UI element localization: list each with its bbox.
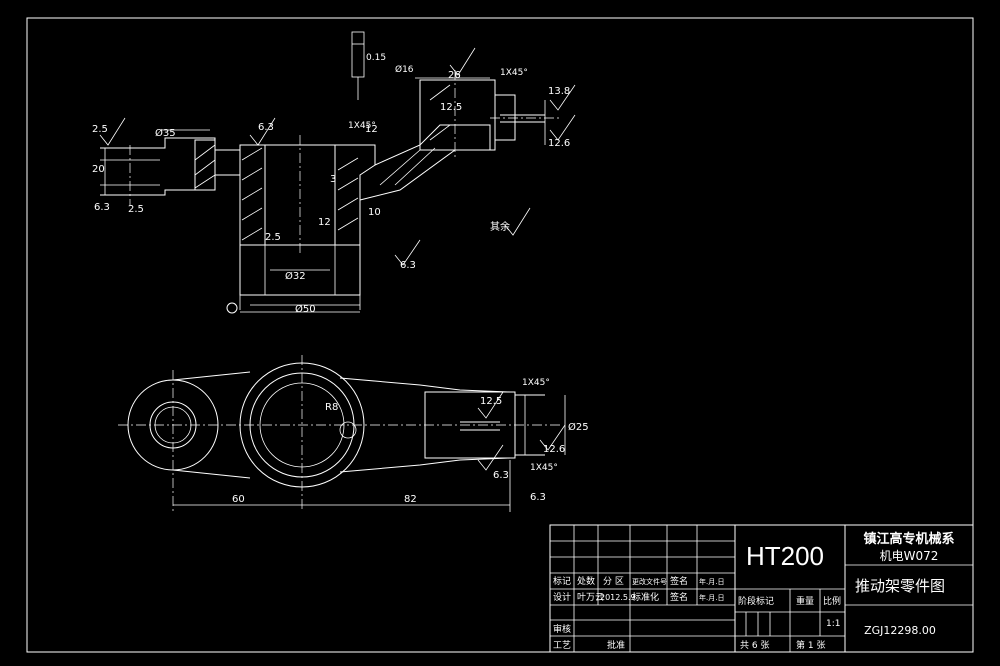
dim-6-3-b: 6.3 [400, 260, 416, 271]
dim-d16: Ø16 [395, 64, 414, 75]
section-view [99, 31, 576, 314]
tb-label-mark: 标记 [553, 575, 571, 587]
datum-a-icon [226, 302, 238, 314]
dim-d35: Ø35 [155, 127, 176, 139]
tb-stage-label: 阶段标记 [738, 595, 774, 607]
other-finish-label: 其余 [490, 220, 510, 233]
dim-12-6-b: 12.6 [543, 444, 565, 455]
sheet-current: 第 1 张 [796, 639, 825, 651]
dim-r8: R8 [325, 402, 338, 413]
finish-other-icon [504, 207, 531, 236]
plan-view [118, 355, 566, 512]
drawing-number-text: ZGJ12298.00 [864, 624, 936, 637]
dim-chamfer-b: 1X45° [348, 121, 376, 131]
dim-60: 60 [232, 494, 245, 505]
dim-2-5-top: 2.5 [92, 124, 108, 135]
tb-scale-label: 比例 [823, 595, 841, 607]
dim-2-5-b: 2.5 [128, 204, 144, 215]
dim-12: 12 [365, 124, 378, 135]
part-name-text: 推动架零件图 [855, 577, 945, 595]
tb-review-label: 审核 [553, 623, 571, 635]
dim-chamfer-d: 1X45° [530, 463, 558, 473]
tb-process-label: 工艺 [553, 640, 571, 651]
dim-82: 82 [404, 494, 417, 505]
tb-label-date: 年.月.日 [699, 577, 724, 586]
dim-12-6: 12.6 [548, 138, 570, 149]
dim-6-3-e: 6.3 [530, 492, 546, 503]
tb-label-sign: 签名 [670, 575, 688, 587]
tb-sign-2: 签名 [670, 591, 688, 603]
tol-0-15: 0.15 [366, 53, 386, 63]
dim-6-3-d: 6.3 [493, 470, 509, 481]
tb-label-change-doc: 更改文件号 [632, 577, 667, 586]
dim-20: 20 [92, 164, 105, 175]
tb-label-zone: 分 区 [603, 576, 624, 587]
sheet-total: 共 6 张 [740, 640, 769, 651]
dim-26: 26 [448, 70, 461, 81]
tb-standard-label: 标准化 [632, 591, 659, 603]
tb-label-count: 处数 [577, 575, 595, 587]
tb-date-2: 年.月.日 [699, 593, 724, 602]
dim-d32: Ø32 [285, 270, 306, 282]
tb-approve-label: 批准 [607, 639, 625, 651]
dim-6-3-c: 6.3 [94, 202, 110, 213]
scale-value: 1:1 [826, 619, 840, 629]
tb-weight-label: 重量 [796, 595, 814, 607]
dim-2-5-c: 2.5 [265, 232, 281, 243]
tb-designer: 叶万云 [577, 592, 604, 603]
title-block: HT200 镇江高专机械系 机电W072 推动架零件图 ZGJ12298.00 … [549, 524, 974, 653]
dim-6-3: 6.3 [258, 122, 274, 133]
dim-12-5: 12.5 [440, 102, 462, 113]
class-code-text: 机电W072 [880, 549, 939, 563]
tb-design-date: 2012.5.9 [600, 593, 636, 602]
drawing-border [26, 17, 974, 653]
dimension-labels: 2.5 Ø35 6.3 26 12 12.5 1X45° 13.8 12.6 6… [92, 53, 589, 505]
tb-design-label: 设计 [553, 591, 571, 603]
dim-12-b: 12 [318, 217, 331, 228]
material-text: HT200 [746, 541, 824, 571]
dim-3: 3 [330, 174, 336, 185]
dim-13-8: 13.8 [548, 86, 570, 97]
dim-chamfer: 1X45° [500, 68, 528, 78]
dim-chamfer-c: 1X45° [522, 378, 550, 388]
school-text: 镇江高专机械系 [863, 531, 954, 547]
dim-12-5-b: 12.5 [480, 396, 502, 407]
dim-d25: Ø25 [568, 421, 589, 433]
dim-d50: Ø50 [295, 303, 316, 315]
dim-10: 10 [368, 207, 381, 218]
